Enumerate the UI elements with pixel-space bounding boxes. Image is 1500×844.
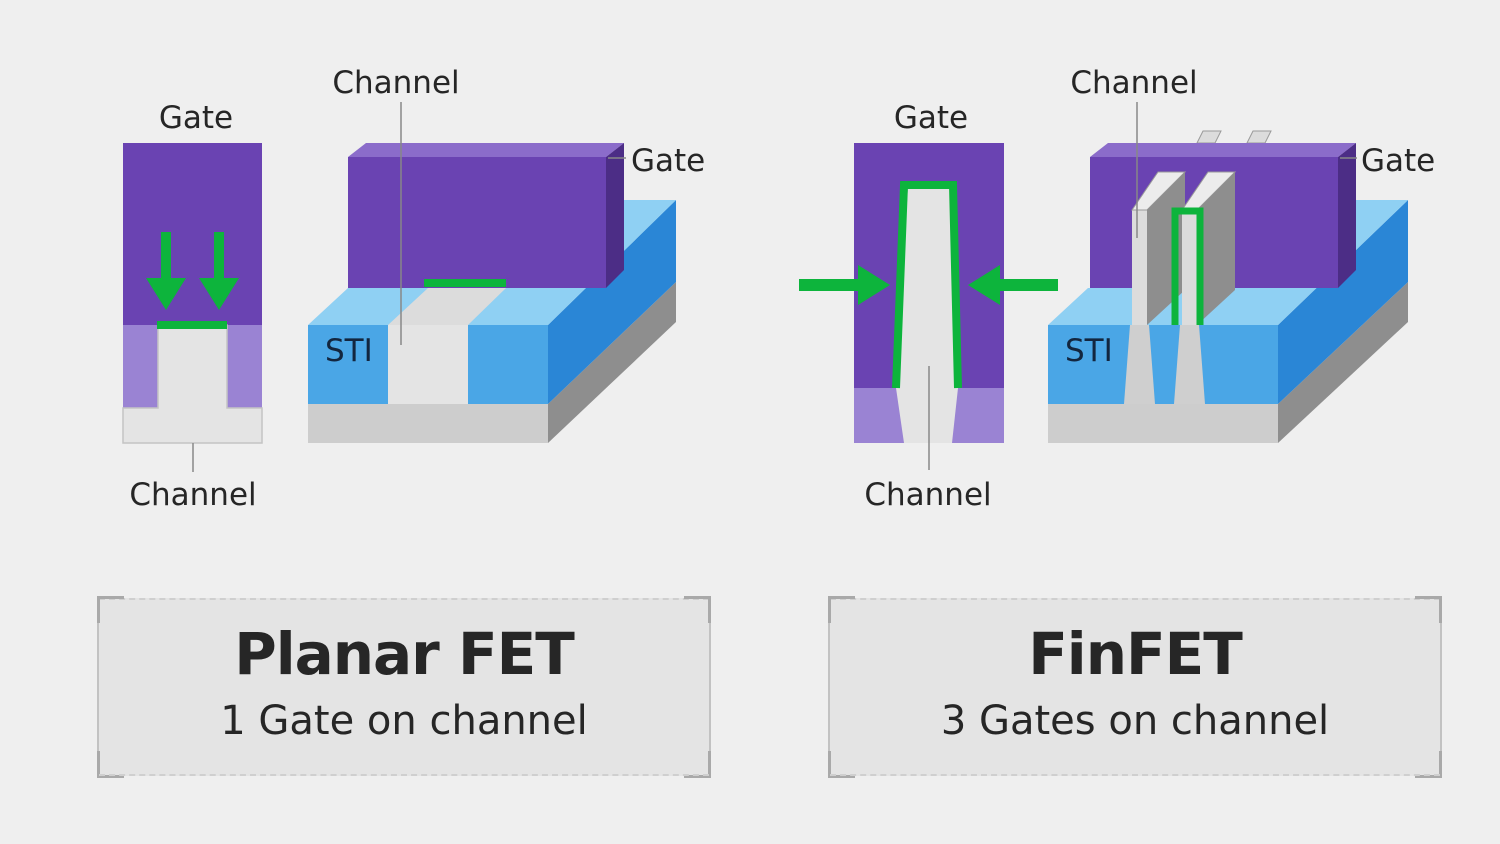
planar-3d-structure [308,102,676,443]
planar-sti-label: STI [325,333,373,369]
finfet-cross-section [799,143,1058,470]
finfet-subtitle: 3 Gates on channel [940,698,1330,744]
planar-channel-label-bottom: Channel [129,477,256,513]
left-arrow-icon [968,265,1058,305]
planar-gate-contact-line [157,321,227,329]
planar-title: Planar FET [234,620,575,688]
finfet-gate-label-3d: Gate [1361,143,1435,179]
finfet-gate-contact-line [892,181,962,389]
finfet-gate-label: Gate [894,100,968,136]
planar-cross-section [122,143,263,472]
down-arrow-icon [146,232,186,310]
planar-caption-box: Planar FET 1 Gate on channel [97,596,711,778]
planar-subtitle: 1 Gate on channel [220,698,588,744]
finfet-channel-contact-line [1171,207,1204,325]
finfet-title: FinFET [1028,620,1243,688]
planar-channel-contact-line [424,279,506,287]
planar-channel-label-top: Channel [332,65,459,101]
planar-gate-label: Gate [159,100,233,136]
finfet-3d-structure [1048,102,1408,443]
down-arrow-icon [199,232,239,310]
right-arrow-icon [799,265,890,305]
finfet-sti-label: STI [1065,333,1113,369]
finfet-channel-label-bottom: Channel [864,477,991,513]
planar-gate-label-3d: Gate [631,143,705,179]
finfet-channel-label-top: Channel [1070,65,1197,101]
finfet-caption-box: FinFET 3 Gates on channel [828,596,1442,778]
